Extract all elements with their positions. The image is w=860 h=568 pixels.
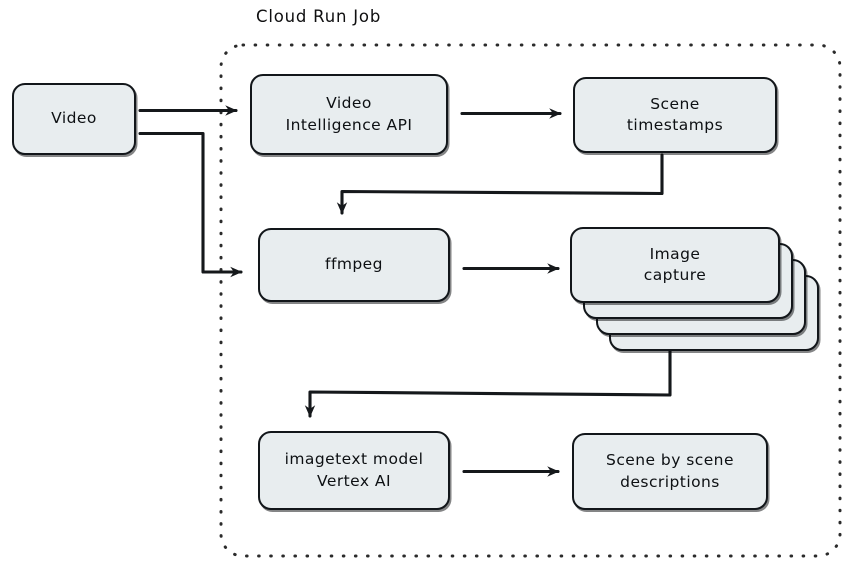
node-scene-by-scene-descriptions-label: Scene by scene descriptions [606, 451, 734, 491]
node-scene-by-scene-descriptions[interactable]: Scene by scene descriptions [572, 433, 768, 510]
edge-image-capture-to-imagetext-model [304, 348, 672, 418]
node-imagetext-model-vertex-ai-label: imagetext model Vertex AI [284, 450, 424, 490]
node-video-intelligence-api-label: Video Intelligence API [285, 94, 413, 134]
node-scene-timestamps[interactable]: Scene timestamps [573, 77, 777, 153]
node-image-capture-label: Image capture [643, 244, 707, 284]
node-imagetext-model-vertex-ai[interactable]: imagetext model Vertex AI [258, 431, 450, 510]
node-ffmpeg-label: ffmpeg [325, 255, 383, 274]
node-scene-timestamps-label: Scene timestamps [626, 94, 724, 134]
cloud-run-job-title: Cloud Run Job [256, 7, 382, 26]
edge-video-to-ffmpeg [138, 131, 243, 278]
edge-scene-timestamps-to-ffmpeg [336, 153, 664, 215]
node-video[interactable]: Video [12, 83, 136, 155]
node-image-capture[interactable]: Image capture [570, 227, 780, 303]
node-video-label: Video [51, 109, 97, 128]
node-ffmpeg[interactable]: ffmpeg [258, 228, 450, 302]
node-video-intelligence-api[interactable]: Video Intelligence API [250, 74, 448, 155]
